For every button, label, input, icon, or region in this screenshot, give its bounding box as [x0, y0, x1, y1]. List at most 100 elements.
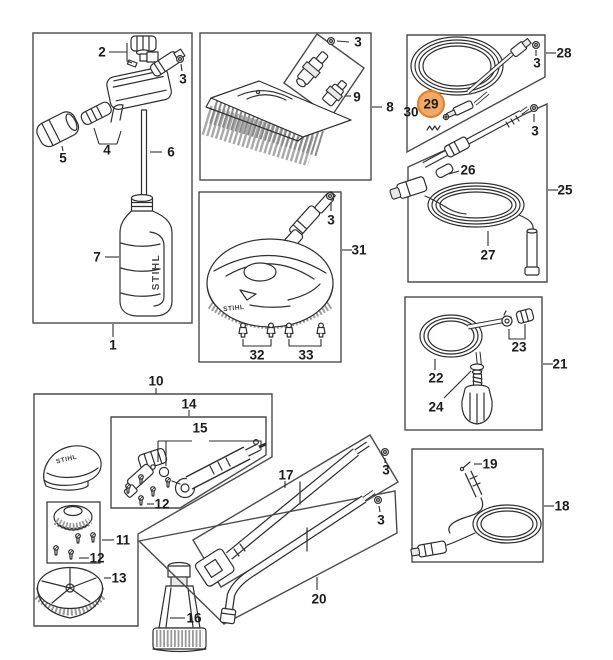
callout-8[interactable]: 8 — [386, 100, 394, 115]
leader-5 — [61, 145, 64, 152]
callout-9[interactable]: 9 — [353, 90, 361, 105]
clamp-connector-23-drawing — [501, 308, 535, 327]
callout-6[interactable]: 6 — [167, 145, 175, 160]
adapters-9-drawing — [296, 51, 347, 107]
group-extension-lance-17: 17 3 — [192, 434, 399, 588]
callout-23[interactable]: 23 — [511, 340, 527, 355]
angle-nozzle-15-drawing — [150, 439, 267, 499]
spring-30-drawing — [426, 125, 441, 131]
callout-15[interactable]: 15 — [192, 421, 208, 436]
callout-3-box28[interactable]: 3 — [533, 56, 541, 71]
leader-24 — [443, 370, 472, 399]
oring-3-box1 — [176, 54, 184, 64]
nozzle-cone-5-drawing — [36, 111, 80, 148]
group-injector-hose-18: 19 18 — [410, 448, 570, 563]
hose-18-drawing — [410, 470, 542, 558]
group-surface-cleaner-31: STIHL 3 31 32 33 — [198, 191, 367, 363]
callout-28[interactable]: 28 — [556, 46, 572, 61]
injector-19-drawing — [459, 461, 471, 472]
oring-3-box31 — [326, 192, 334, 200]
callout-33[interactable]: 33 — [298, 348, 314, 363]
leader-3-box8 — [336, 40, 350, 43]
box-8-border — [199, 32, 372, 181]
callout-2[interactable]: 2 — [98, 45, 106, 60]
cap-insert — [126, 59, 138, 68]
leader-4 — [93, 127, 122, 145]
group-angled-wand-20: 3 20 — [137, 489, 398, 625]
callout-19[interactable]: 19 — [482, 457, 497, 472]
highlight-circle-29[interactable] — [417, 90, 445, 118]
callout-25[interactable]: 25 — [557, 183, 573, 198]
leader-2 — [109, 43, 133, 64]
filter-24-drawing — [461, 363, 493, 425]
nozzle-insert-4-drawing — [80, 101, 124, 126]
brush-drawing — [201, 80, 352, 167]
bottle-label-panel — [149, 231, 165, 307]
box-21-border — [404, 296, 543, 431]
callout-3-box17[interactable]: 3 — [382, 463, 390, 478]
callout-21[interactable]: 21 — [552, 357, 568, 372]
callout-10[interactable]: 10 — [148, 374, 163, 389]
callout-14[interactable]: 14 — [181, 397, 197, 412]
box-11-border — [46, 501, 101, 564]
group-wash-brush-8: 3 9 8 — [199, 32, 394, 181]
box-20-border — [137, 490, 398, 625]
callout-31[interactable]: 31 — [351, 243, 367, 258]
callout-17[interactable]: 17 — [278, 468, 293, 483]
callout-3-box8[interactable]: 3 — [354, 35, 362, 50]
highlighted-callout-29[interactable]: 29 — [417, 90, 445, 118]
callout-7[interactable]: 7 — [93, 250, 101, 265]
leader-33 — [288, 339, 322, 347]
group-rotating-brush-10: STIHL 10 11 12 13 — [33, 374, 273, 627]
group-hose-28: 29 30 3 28 — [403, 34, 572, 154]
brush-housing-drawing: STIHL — [43, 445, 102, 491]
spray-head-drawing — [106, 48, 186, 110]
callout-12b[interactable]: 12 — [154, 497, 169, 512]
box-10-border — [33, 393, 273, 627]
cleaner-logo: STIHL — [223, 304, 245, 313]
oring-3-box17 — [381, 448, 389, 456]
suction-tube-6-drawing — [140, 109, 148, 198]
bottle-logo: STIHL — [151, 254, 162, 290]
callout-13[interactable]: 13 — [111, 571, 127, 586]
leader-26 — [448, 170, 460, 175]
callout-20[interactable]: 20 — [311, 592, 326, 607]
callout-5[interactable]: 5 — [59, 151, 67, 166]
callout-3-box31[interactable]: 3 — [327, 213, 335, 228]
group-nozzle-16: 16 — [152, 561, 207, 653]
box-31-border — [198, 191, 342, 363]
lance-17-drawing — [194, 441, 370, 587]
bottle-7-drawing: STIHL — [119, 194, 173, 317]
wand-20-drawing — [219, 489, 376, 625]
callout-32[interactable]: 32 — [249, 348, 264, 363]
callout-30[interactable]: 30 — [403, 105, 418, 120]
callout-1[interactable]: 1 — [109, 338, 117, 353]
callout-3-box20[interactable]: 3 — [377, 513, 385, 528]
leader-3-box1 — [180, 63, 183, 72]
callout-11[interactable]: 11 — [116, 533, 131, 548]
box-1-border — [32, 32, 193, 324]
brush-disc-13-drawing — [34, 566, 106, 619]
callout-29[interactable]: 29 — [423, 97, 438, 112]
callout-3-box1[interactable]: 3 — [179, 72, 187, 87]
callout-18[interactable]: 18 — [554, 499, 570, 514]
callout-16[interactable]: 16 — [186, 611, 202, 626]
coupler-26-drawing — [435, 163, 454, 179]
callout-4[interactable]: 4 — [103, 143, 111, 158]
suction-hose-27-drawing — [389, 176, 540, 276]
callout-26[interactable]: 26 — [460, 163, 476, 178]
oring-3-box8 — [327, 36, 335, 46]
callout-3-box25[interactable]: 3 — [531, 124, 539, 139]
box-25-border — [407, 102, 548, 283]
callout-12a[interactable]: 12 — [89, 551, 104, 566]
group-suction-set-21: 22 23 24 21 — [404, 296, 568, 431]
clamp-drawing — [123, 447, 168, 498]
callout-22[interactable]: 22 — [428, 371, 443, 386]
leader-15 — [157, 440, 262, 466]
callout-27[interactable]: 27 — [480, 248, 495, 263]
leader-3-box20 — [378, 505, 381, 513]
group-gear-unit-14: 14 15 12 — [123, 397, 267, 512]
callout-24[interactable]: 24 — [428, 400, 444, 415]
box-14-border — [110, 416, 267, 509]
